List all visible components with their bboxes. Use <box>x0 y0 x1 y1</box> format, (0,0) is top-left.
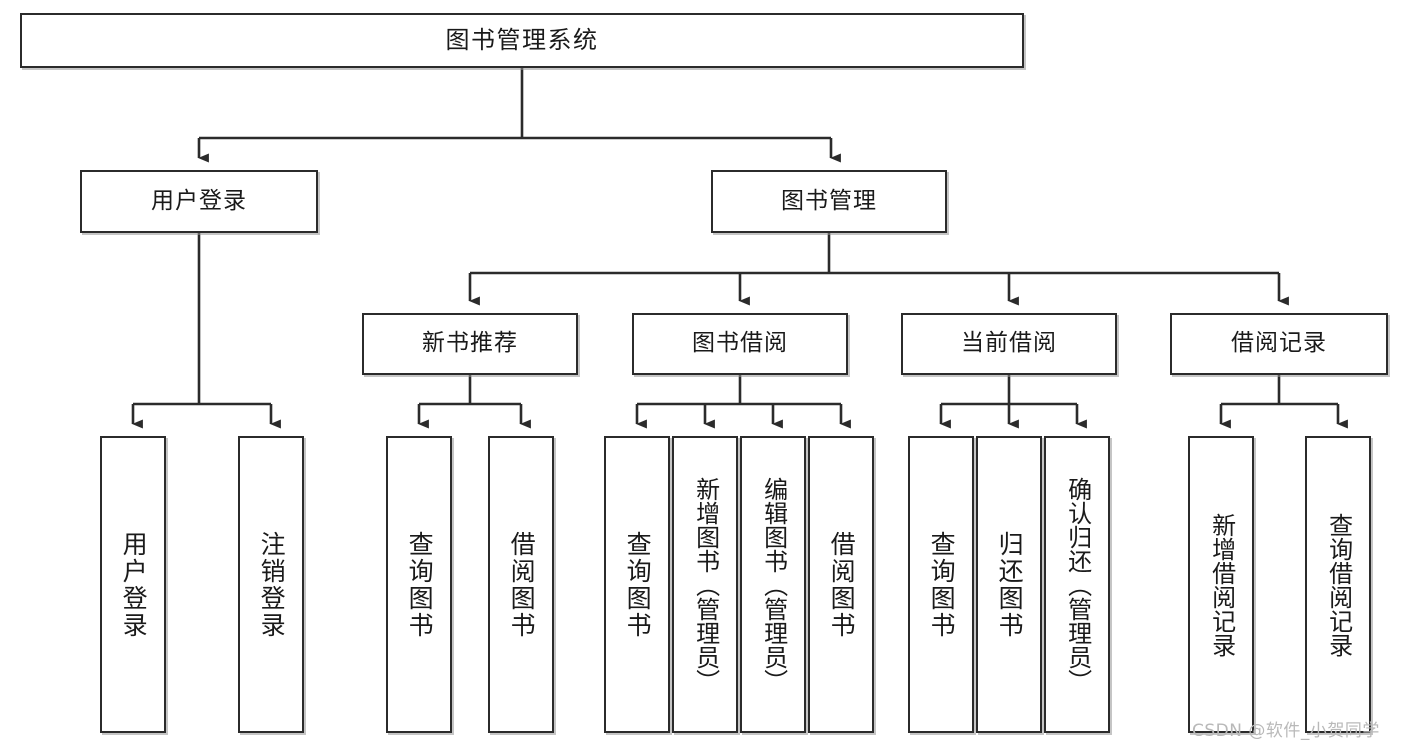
node-label: 确认归还（管理员） <box>1063 476 1092 693</box>
node-label: 新增图书（管理员） <box>691 476 720 693</box>
node-label: 编辑图书（管理员） <box>759 476 788 693</box>
leaf-add-book-admin[interactable]: 新增图书（管理员） <box>672 436 738 733</box>
node-label: 归还图书 <box>995 530 1025 639</box>
leaf-return-book[interactable]: 归还图书 <box>976 436 1042 733</box>
node-label: 新增借阅记录 <box>1207 512 1236 657</box>
node-borrow-record[interactable]: 借阅记录 <box>1170 313 1388 375</box>
node-label: 注销登录 <box>257 530 287 639</box>
leaf-confirm-return-admin[interactable]: 确认归还（管理员） <box>1044 436 1110 733</box>
leaf-borrow-book-recommend[interactable]: 借阅图书 <box>488 436 554 733</box>
node-label: 查询图书 <box>405 530 435 639</box>
leaf-query-book-borrow[interactable]: 查询图书 <box>604 436 670 733</box>
leaf-query-book-current[interactable]: 查询图书 <box>908 436 974 733</box>
csdn-watermark: CSDN @软件_小贺同学 <box>1192 721 1380 741</box>
node-label: 图书管理系统 <box>445 26 599 55</box>
node-new-book-recommend[interactable]: 新书推荐 <box>362 313 578 375</box>
node-label: 当前借阅 <box>961 330 1057 357</box>
leaf-query-borrow-record[interactable]: 查询借阅记录 <box>1305 436 1371 733</box>
leaf-logout-login[interactable]: 注销登录 <box>238 436 304 733</box>
node-label: 用户登录 <box>151 187 247 214</box>
node-book-management[interactable]: 图书管理 <box>711 170 947 233</box>
node-label: 借阅图书 <box>827 530 857 639</box>
leaf-user-login[interactable]: 用户登录 <box>100 436 166 733</box>
node-label: 新书推荐 <box>422 330 518 357</box>
node-root-book-management-system[interactable]: 图书管理系统 <box>20 13 1024 68</box>
node-label: 查询图书 <box>623 530 653 639</box>
node-user-login[interactable]: 用户登录 <box>80 170 318 233</box>
node-label: 图书借阅 <box>692 330 788 357</box>
node-label: 图书管理 <box>781 187 877 214</box>
node-label: 借阅记录 <box>1231 330 1327 357</box>
node-label: 用户登录 <box>119 530 149 639</box>
leaf-add-borrow-record[interactable]: 新增借阅记录 <box>1188 436 1254 733</box>
node-label: 查询借阅记录 <box>1324 512 1353 657</box>
node-book-borrow[interactable]: 图书借阅 <box>632 313 848 375</box>
leaf-query-book-recommend[interactable]: 查询图书 <box>386 436 452 733</box>
node-current-borrow[interactable]: 当前借阅 <box>901 313 1117 375</box>
leaf-borrow-book-borrow[interactable]: 借阅图书 <box>808 436 874 733</box>
node-label: 查询图书 <box>927 530 957 639</box>
leaf-edit-book-admin[interactable]: 编辑图书（管理员） <box>740 436 806 733</box>
node-label: 借阅图书 <box>507 530 537 639</box>
